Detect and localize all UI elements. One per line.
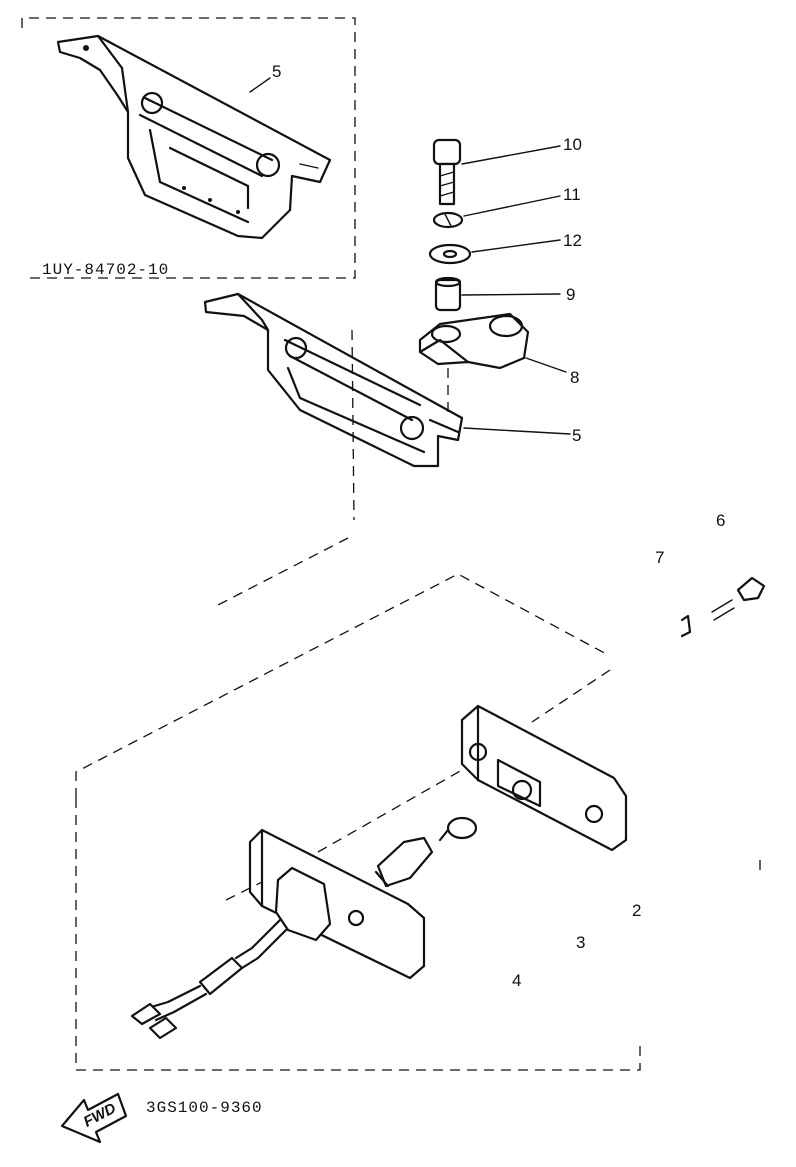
callout-2: 2	[632, 901, 641, 920]
screw-part-6-7	[680, 576, 766, 638]
leader-10	[461, 145, 561, 165]
alignment-line-vertical	[351, 329, 355, 521]
washer-part-12	[428, 243, 472, 265]
assembly-label: 3GS100-9360	[146, 1099, 263, 1117]
leader-12	[471, 239, 561, 253]
socket-part	[374, 836, 434, 888]
kit-box-outline	[21, 17, 356, 279]
bolt-part-10	[432, 138, 462, 206]
callout-3: 3	[576, 933, 585, 952]
leader-11	[463, 195, 561, 217]
callout-8: 8	[570, 368, 579, 387]
assembly-box-outline	[75, 573, 761, 1071]
bracket-part-5	[203, 292, 464, 468]
kit-label: 1UY-84702-10	[42, 261, 169, 279]
stay-part-8	[418, 312, 530, 370]
housing-part	[248, 828, 426, 980]
bulb-part	[438, 816, 478, 842]
callout-5: 5	[572, 426, 581, 445]
leader-5-top	[249, 77, 271, 93]
alignment-line-lens	[317, 769, 463, 853]
leader-9	[461, 293, 561, 296]
kit-bracket-part-5	[56, 34, 332, 240]
leader-8	[525, 357, 567, 373]
fwd-arrow-icon	[60, 1092, 128, 1144]
callout-9: 9	[566, 285, 575, 304]
alignment-line-housing	[225, 881, 263, 901]
lens-part	[460, 704, 628, 852]
callout-12: 12	[563, 231, 582, 250]
callout-5-top: 5	[272, 62, 281, 81]
lock-washer-part-11	[432, 211, 464, 229]
callout-6: 6	[716, 511, 725, 530]
callout-7: 7	[655, 548, 664, 567]
wire-harness	[130, 918, 288, 1040]
alignment-line-diagonal	[215, 537, 349, 607]
callout-11: 11	[563, 185, 581, 204]
collar-part-9	[434, 276, 462, 312]
callout-4: 4	[512, 971, 521, 990]
leader-5	[463, 427, 571, 435]
callout-10: 10	[563, 135, 582, 154]
